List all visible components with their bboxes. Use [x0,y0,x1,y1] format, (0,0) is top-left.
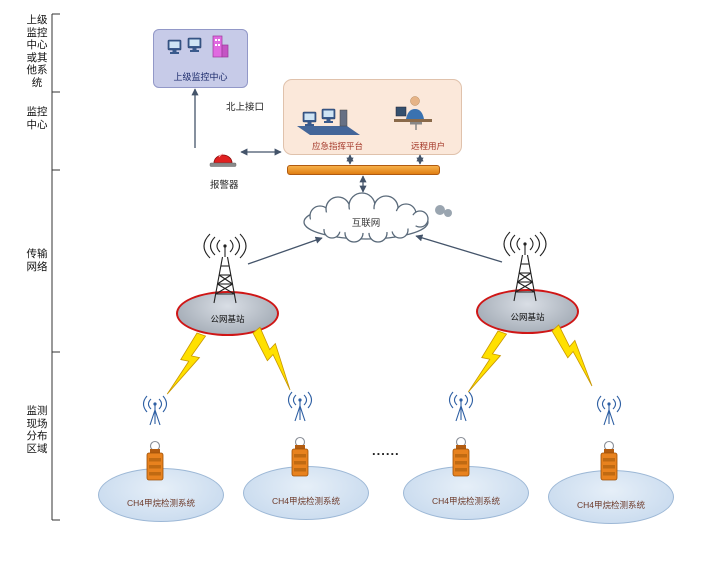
section-bracket-lines [51,13,60,521]
sensor-system-2: CH4甲烷检测系统 [243,466,369,520]
internet-label: 互联网 [351,218,381,229]
remote-user-label: 远程用户 [411,141,446,151]
north-interface-label: 北上接口 [226,102,265,113]
arrow-left-tower-internet [247,236,323,265]
ch4-detector-icon-2 [287,391,313,477]
sensor-system-4: CH4甲烷检测系统 [548,470,674,524]
ch4-detector-icon-4 [596,395,622,481]
sensor-system-3: CH4甲烷检测系统 [403,466,529,520]
lightning-bolt-1 [164,330,210,401]
upper-monitor-center-label: 上级监控中心 [173,72,228,82]
base-station-right-label: 公网基站 [510,312,545,322]
base-station-left-ellipse: 公网基站 [176,291,279,336]
base-station-right-ellipse: 公网基站 [476,289,579,334]
alarm-label: 报警器 [210,180,239,191]
upper-monitor-center-box: 上级监控中心 [153,29,248,88]
sensor-system-4-label: CH4甲烷检测系统 [576,500,645,510]
command-platform-label: 应急指挥平台 [312,141,364,151]
lightning-bolt-2 [249,324,302,393]
ellipsis-text: ...... [372,443,400,458]
sensor-system-1-label: CH4甲烷检测系统 [126,498,195,508]
sensor-system-3-label: CH4甲烷检测系统 [431,496,500,506]
alarm-icon [209,153,237,167]
sensor-system-2-label: CH4甲烷检测系统 [271,496,340,506]
lightning-bolt-4 [548,322,603,389]
arrow-right-tower-internet [415,234,503,263]
ch4-detector-icon-3 [448,391,474,477]
base-station-left-label: 公网基站 [210,314,245,324]
section-label-monitor-center: 监控中心 [26,106,48,131]
lightning-bolt-3 [465,328,511,399]
section-label-upper-center: 上级监控中心或其他系统 [26,14,48,89]
bus-bar [287,165,440,175]
section-label-transport-network: 传输网络 [26,248,48,273]
sensor-system-1: CH4甲烷检测系统 [98,468,224,522]
section-label-field-area: 监测现场分布区域 [26,405,48,455]
